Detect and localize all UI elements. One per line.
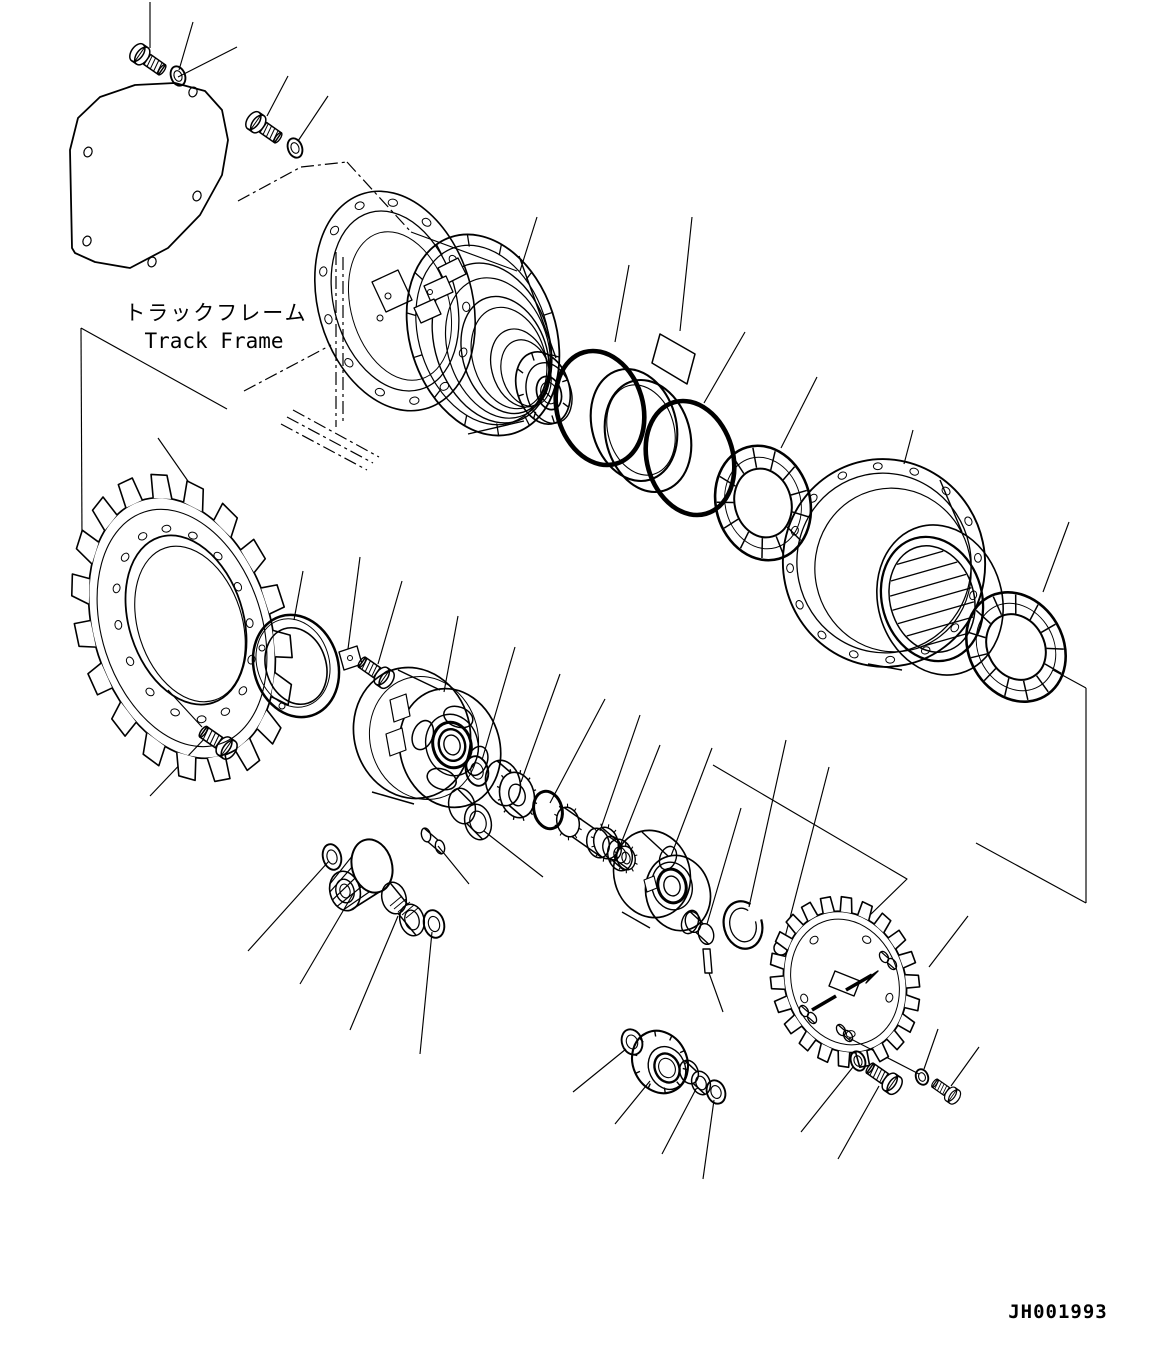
hub-bearing-outer [965, 591, 1067, 703]
planetary-carrier-1 [352, 666, 502, 809]
planetary-parts-row-2 [684, 900, 789, 974]
planetary-parts-row-1 [321, 755, 638, 939]
cover-bolts-bottom [849, 1050, 962, 1105]
drive-sprocket [70, 473, 293, 783]
cover-mounting-bolts [129, 42, 304, 159]
travel-motor [405, 233, 573, 437]
bottom-bearing-group [620, 1028, 727, 1105]
track-frame-label-ja: トラックフレーム [124, 301, 307, 325]
seal-rings-group [553, 333, 737, 518]
planetary-carrier-2 [590, 823, 712, 935]
track-frame-label-en: Track Frame [144, 329, 283, 353]
cover-plate [69, 82, 229, 269]
final-drive-hub [781, 458, 1004, 676]
sprocket-seal-ring [251, 613, 395, 719]
hub-bearing-inner [713, 444, 813, 562]
drawing-number: JH001993 [1008, 1301, 1108, 1323]
track-frame-phantom [237, 161, 476, 471]
ring-gear-cover [769, 895, 921, 1069]
leader-lines [80, 2, 1087, 1180]
